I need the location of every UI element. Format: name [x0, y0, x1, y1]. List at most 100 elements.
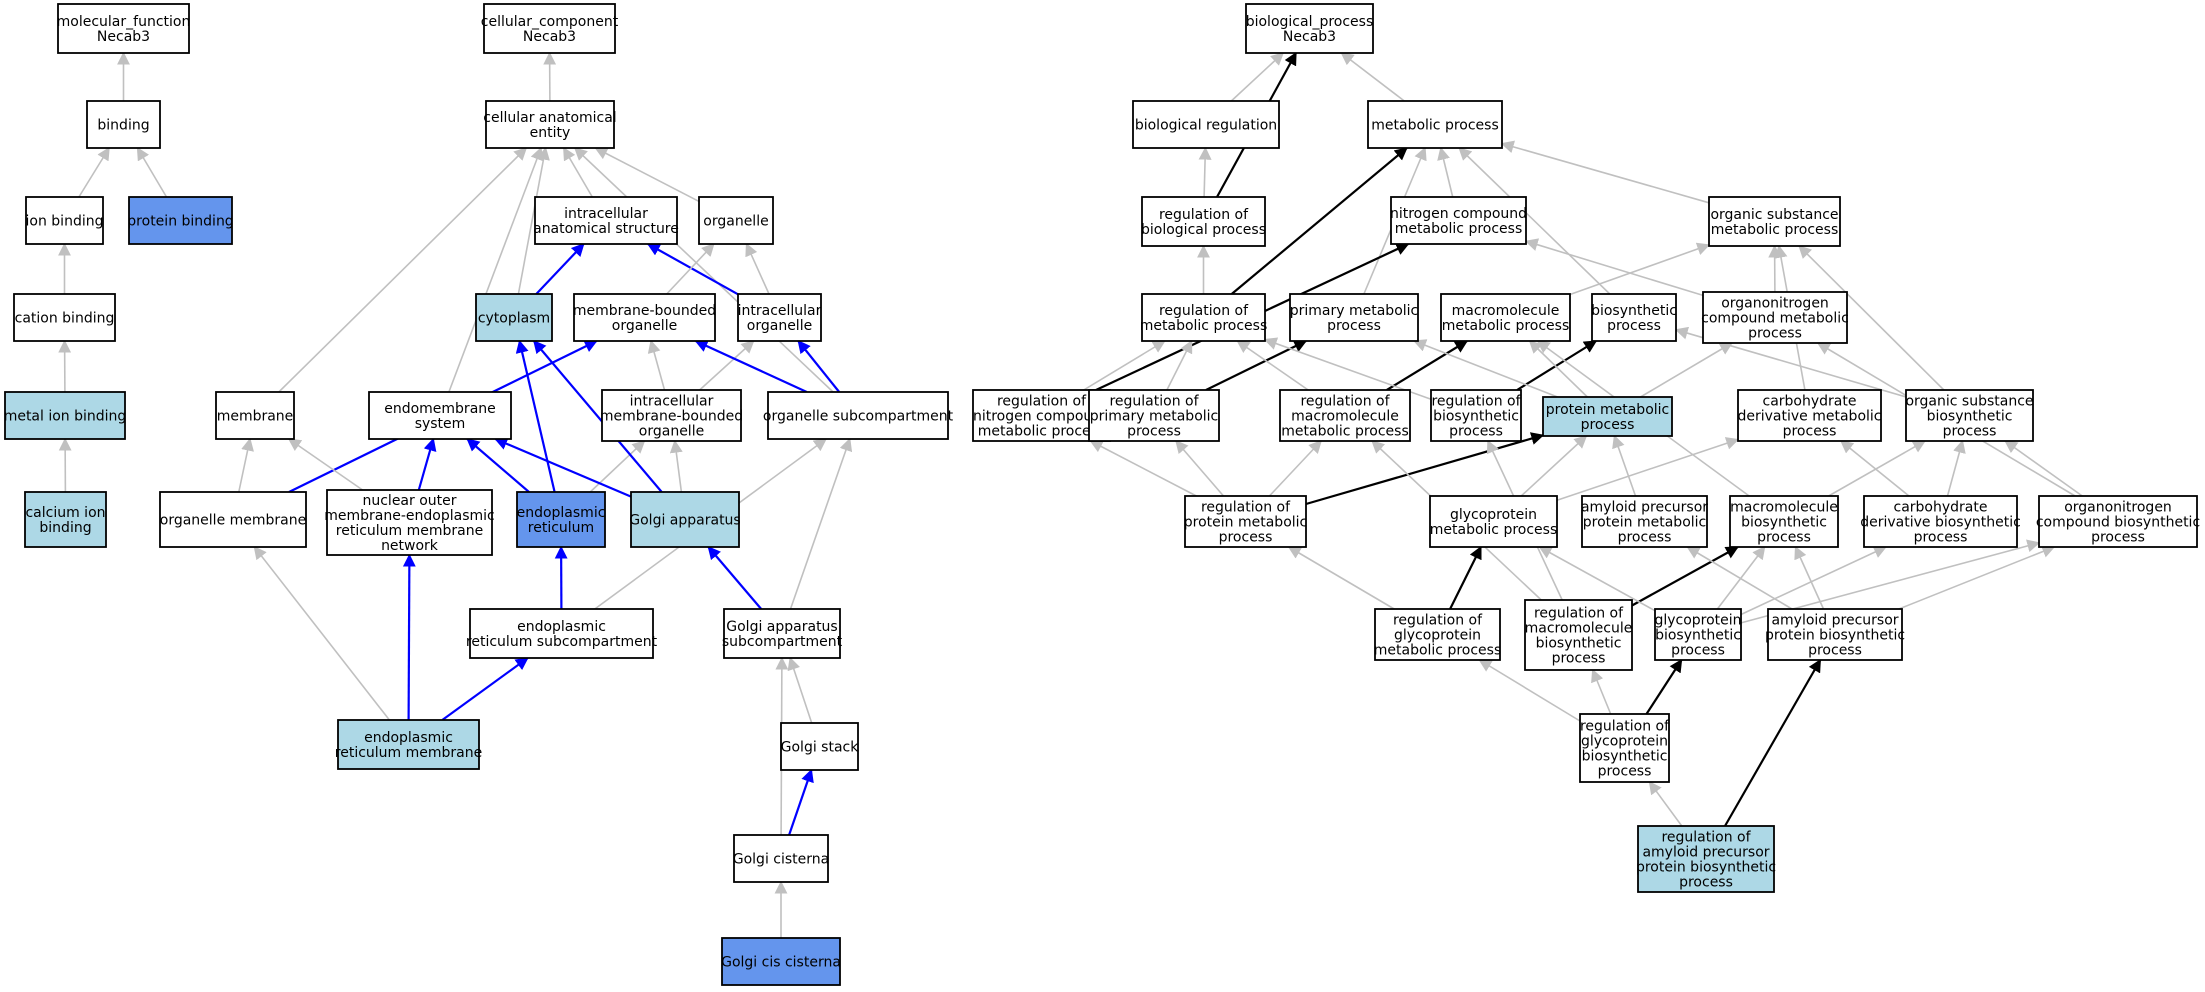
term-box [1289, 293, 1419, 342]
term-label: metabolic process [978, 424, 1106, 440]
edge-rgpbp-to-rmbp [1591, 668, 1612, 715]
term-label: regulation of [1109, 394, 1199, 410]
term-node-gstack[interactable]: Golgi stack [780, 722, 860, 771]
term-box [733, 834, 829, 883]
term-box [326, 489, 493, 556]
term-label: biosynthetic [1433, 409, 1519, 425]
term-node-protb[interactable]: protein binding [127, 196, 234, 245]
term-node-breg[interactable]: biological regulation [1132, 100, 1280, 149]
term-label: organic substance [1905, 394, 2033, 410]
term-box [1729, 495, 1839, 548]
term-label: process [1914, 530, 1968, 546]
term-node-gciscis[interactable]: Golgi cis cisterna [721, 937, 841, 986]
term-label: process [1808, 643, 1862, 659]
term-label: Golgi cisterna [733, 852, 829, 868]
term-label: compound biosynthetic [2036, 515, 2200, 531]
edge-appbp-to-appmp [1686, 546, 1793, 610]
edge-gasc-to-osc [789, 437, 853, 610]
term-label: metabolic process [1395, 221, 1523, 237]
term-label: process [1449, 424, 1503, 440]
term-box [534, 196, 678, 245]
edge-golgi-to-cyto [533, 340, 663, 493]
term-label: regulation of [1431, 394, 1521, 410]
term-node-ionb[interactable]: ion binding [25, 196, 104, 245]
term-label: membrane-endoplasmic [324, 508, 494, 524]
term-label: metal ion binding [4, 409, 127, 425]
term-box [25, 196, 104, 245]
term-node-mp[interactable]: metabolic process [1367, 100, 1503, 149]
term-box [767, 391, 949, 440]
term-box [1374, 608, 1501, 661]
edge-er-to-imbo [589, 440, 646, 493]
term-box [368, 391, 512, 440]
term-node-catb[interactable]: cation binding [13, 293, 116, 342]
term-label: system [415, 416, 466, 432]
term-node-rmbp[interactable]: regulation ofmacromoleculebiosyntheticpr… [1524, 599, 1633, 671]
term-node-nom[interactable]: nuclear outermembrane-endoplasmicreticul… [324, 489, 495, 556]
term-label: Golgi apparatus [726, 619, 837, 635]
term-label: biological process [1141, 222, 1266, 238]
term-label: regulation of [1580, 719, 1670, 735]
term-node-golgi[interactable]: Golgi apparatus [629, 491, 741, 548]
term-node-gcis[interactable]: Golgi cisterna [733, 834, 829, 883]
term-label: biosynthetic [1591, 303, 1677, 319]
term-label: metabolic process [1442, 318, 1570, 334]
term-box [573, 293, 716, 342]
term-box [13, 293, 116, 342]
term-box [1542, 396, 1673, 437]
term-node-rgpbp[interactable]: regulation ofglycoproteinbiosyntheticpro… [1579, 713, 1670, 783]
term-label: cellular_component [481, 14, 619, 30]
term-node-binding[interactable]: binding [86, 100, 161, 149]
term-label: membrane-bounded [573, 303, 716, 319]
term-label: process [1618, 530, 1672, 546]
term-node-osc[interactable]: organelle subcompartment [763, 391, 954, 440]
term-node-metb[interactable]: metal ion binding [4, 391, 127, 440]
edge-rbsp-to-bsp [1516, 340, 1598, 391]
term-node-mem[interactable]: membrane [215, 391, 295, 440]
term-node-om[interactable]: organelle membrane [159, 491, 307, 548]
edge-rmmp-to-rmp [1236, 340, 1309, 391]
term-node-cyto[interactable]: cytoplasm [475, 293, 553, 342]
term-node-org[interactable]: organelle [698, 196, 774, 245]
